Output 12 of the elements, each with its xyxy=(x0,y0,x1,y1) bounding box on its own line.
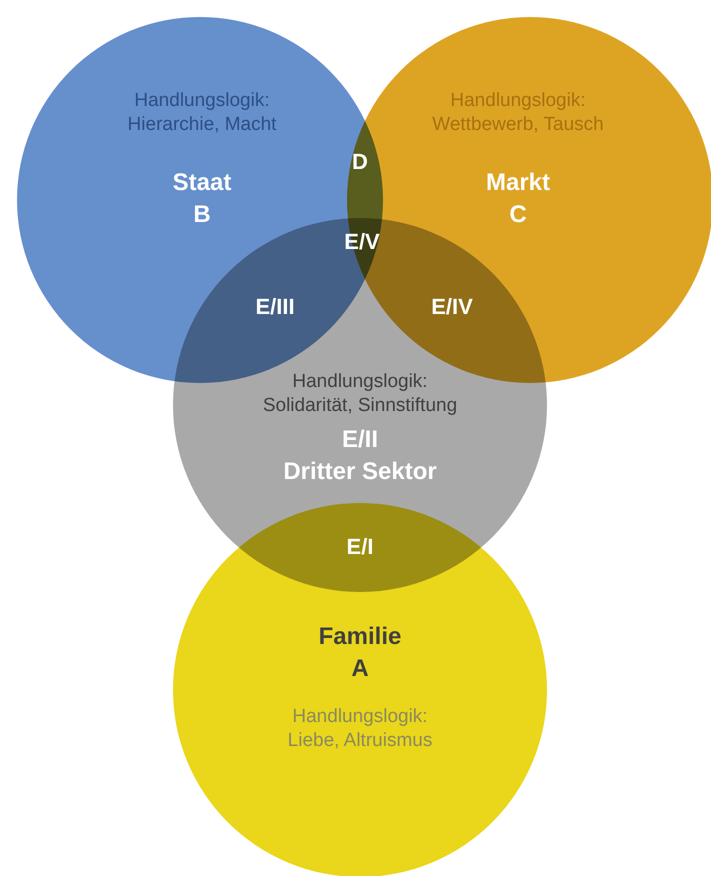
sector-title: Familie A xyxy=(318,622,402,684)
overlap-label: E/IV xyxy=(431,294,473,320)
logic-caption: Handlungslogik: Liebe, Altruismus xyxy=(288,705,432,752)
sector-title: E/II Dritter Sektor xyxy=(283,425,437,488)
logic-caption: Handlungslogik: Solidarität, Sinnstiftung xyxy=(262,370,458,418)
sector-title: Markt C xyxy=(486,168,550,230)
sector-title: Staat B xyxy=(172,168,232,230)
logic-caption: Handlungslogik: Hierarchie, Macht xyxy=(128,89,276,136)
overlap-label: D xyxy=(352,149,368,175)
overlap-label: E/V xyxy=(344,229,380,255)
overlap-label: E/III xyxy=(255,294,295,320)
overlap-label: E/I xyxy=(346,534,374,560)
